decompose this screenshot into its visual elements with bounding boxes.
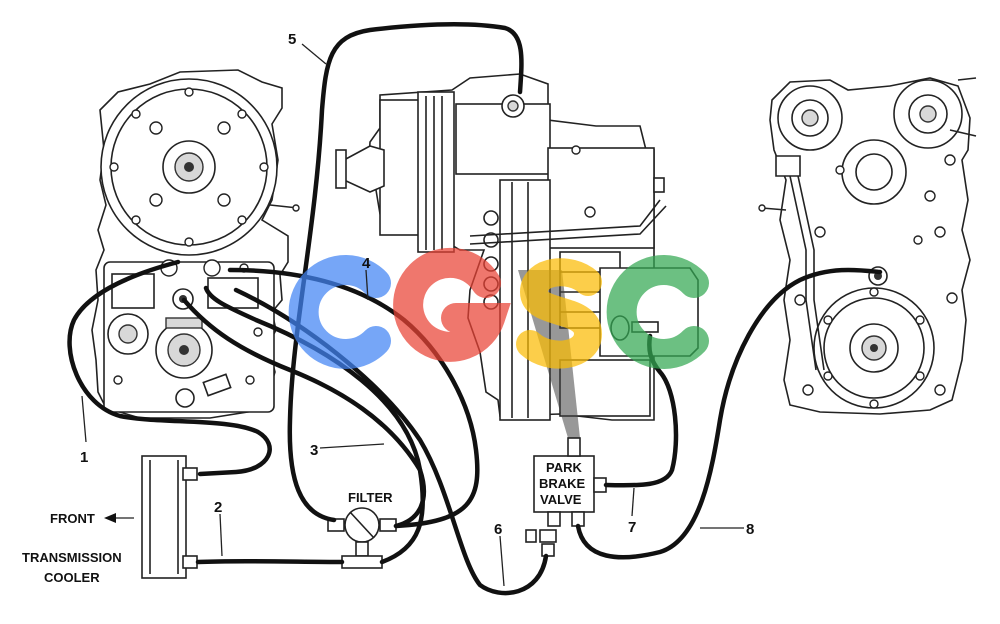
callout-5: 5 [288,31,296,48]
callout-4: 4 [362,255,371,272]
front-label: FRONT [50,511,95,526]
park-brake-valve [525,437,607,557]
callout-8: 8 [746,521,754,538]
callout-6: 6 [494,521,502,538]
callout-1: 1 [80,449,88,466]
center-transmission-housing [335,73,699,438]
hose-3 [181,297,427,529]
filter-label: FILTER [348,490,393,505]
callout-2: 2 [214,499,222,516]
hose-filter-return [203,285,425,565]
valve-label-line3: VALVE [540,492,582,507]
callout-7: 7 [628,519,636,536]
left-transmission-housing [91,69,300,419]
cooler-label-line1: TRANSMISSION [22,550,122,565]
valve-label-line2: BRAKE [539,476,586,491]
hose-8 [575,267,883,560]
transmission-cooler [141,455,198,579]
watermark [288,247,709,369]
valve-label-line1: PARK [546,460,582,475]
hose-2 [195,558,345,565]
right-transmission-housing [758,77,977,415]
cooler-label-line2: COOLER [44,570,100,585]
hose-1 [67,259,272,477]
callout-3: 3 [310,442,318,459]
hose-5 [287,22,524,523]
callout-leaders [81,43,744,587]
